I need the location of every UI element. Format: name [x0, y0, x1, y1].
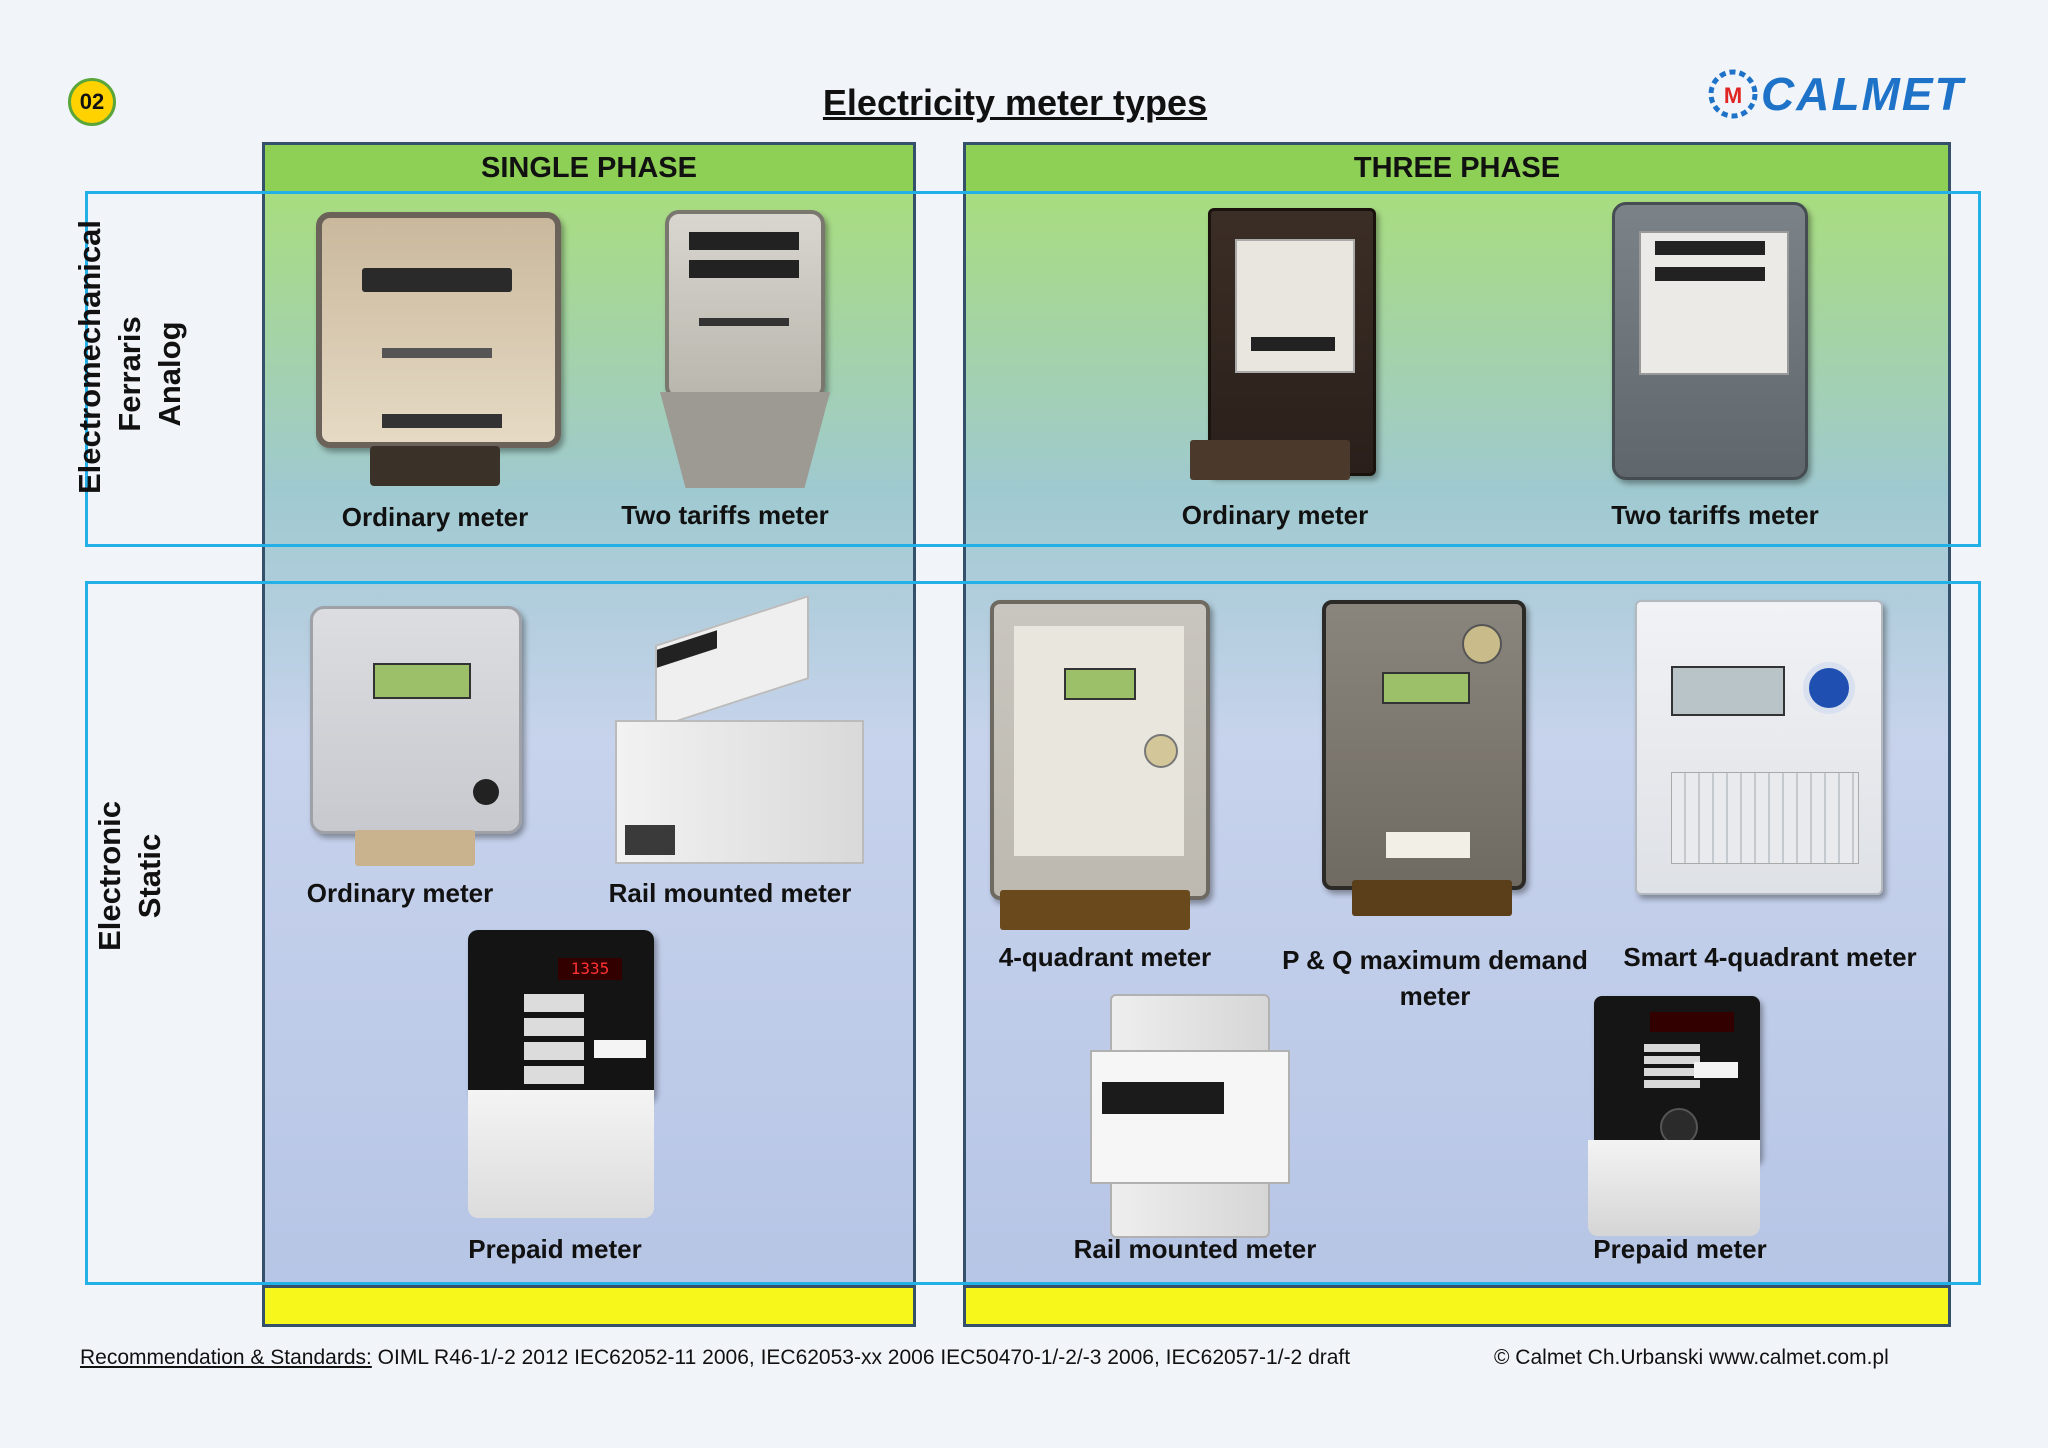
em-three-two-tariffs-caption: Two tariffs meter [1611, 500, 1819, 530]
three-phase-rail-mounted-meter-image [1090, 994, 1290, 1238]
el-three-smart-caption: Smart 4-quadrant meter [1623, 942, 1917, 972]
row-label-line: Analog [152, 321, 187, 427]
single-phase-label: SINGLE PHASE [481, 151, 697, 184]
three-phase-footer-bar [963, 1285, 1951, 1327]
rail-mounted-meter-image [615, 594, 864, 864]
standards-label: Recommendation & Standards: [80, 1346, 372, 1369]
prepaid-meter-base-image [468, 1090, 654, 1218]
terminal-block-image [1190, 440, 1350, 480]
three-phase-header: THREE PHASE [963, 142, 1951, 194]
svg-text:M: M [1724, 83, 1742, 108]
three-phase-label: THREE PHASE [1353, 151, 1561, 184]
two-tariffs-meter-image [665, 210, 825, 400]
three-phase-ordinary-meter-image [1208, 208, 1376, 476]
prepaid-meter-image: 1335 [468, 930, 654, 1100]
el-three-rail-caption: Rail mounted meter [1073, 1234, 1317, 1264]
el-single-prepaid-caption: Prepaid meter [468, 1234, 642, 1264]
terminal-block-image [1352, 880, 1512, 916]
copyright: © Calmet Ch.Urbanski www.calmet.com.pl [1494, 1346, 1889, 1369]
terminal-cover-image [660, 392, 830, 488]
row-label-line: Electromechanical [72, 220, 107, 494]
el-single-ordinary-caption: Ordinary meter [306, 878, 494, 908]
standards-list: OIML R46-1/-2 2012 IEC62052-11 2006, IEC… [371, 1346, 1351, 1369]
electronic-ordinary-meter-image [310, 606, 522, 834]
three-phase-prepaid-meter-image [1594, 996, 1760, 1162]
pq-maximum-demand-meter-image [1322, 600, 1526, 890]
three-phase-two-tariffs-meter-image [1612, 202, 1808, 480]
electromechanical-label: Electromechanical Ferraris Analog [70, 220, 190, 494]
terminal-block-image [370, 446, 500, 486]
row-label-line: Electronic [92, 801, 127, 951]
page-title: Electricity meter types [822, 82, 1208, 123]
electronic-row [85, 581, 1981, 1285]
three-phase-prepaid-base-image [1588, 1140, 1760, 1236]
single-phase-footer-bar [262, 1285, 916, 1327]
electromechanical-row [85, 191, 1981, 547]
terminal-block-image [1000, 890, 1190, 930]
page-number-badge: 02 [68, 78, 116, 126]
el-three-4q-caption: 4-quadrant meter [998, 942, 1212, 972]
single-phase-header: SINGLE PHASE [262, 142, 916, 194]
standards-footer: Recommendation & Standards: OIML R46-1/-… [80, 1346, 1350, 1370]
em-single-two-tariffs-caption: Two tariffs meter [621, 500, 829, 530]
el-three-pq-caption: P & Q maximum demand meter [1282, 945, 1588, 1011]
em-single-ordinary-caption: Ordinary meter [341, 502, 529, 532]
calmet-logo: M CALMET [1705, 66, 1965, 122]
terminal-block-image [355, 830, 475, 866]
logo-text: CALMET [1761, 68, 1965, 120]
ordinary-meter-image [316, 212, 561, 448]
smart-4-quadrant-meter-image [1635, 600, 1883, 895]
logo-mark-icon: M [1708, 69, 1758, 119]
electronic-label: Electronic Static [90, 766, 170, 986]
em-three-ordinary-caption: Ordinary meter [1181, 500, 1369, 530]
page-number: 02 [79, 89, 105, 114]
el-three-prepaid-caption: Prepaid meter [1593, 1234, 1767, 1264]
four-quadrant-meter-image [990, 600, 1210, 900]
row-label-line: Static [132, 833, 167, 919]
row-label-line: Ferraris [112, 316, 147, 432]
el-single-rail-caption: Rail mounted meter [608, 878, 852, 908]
